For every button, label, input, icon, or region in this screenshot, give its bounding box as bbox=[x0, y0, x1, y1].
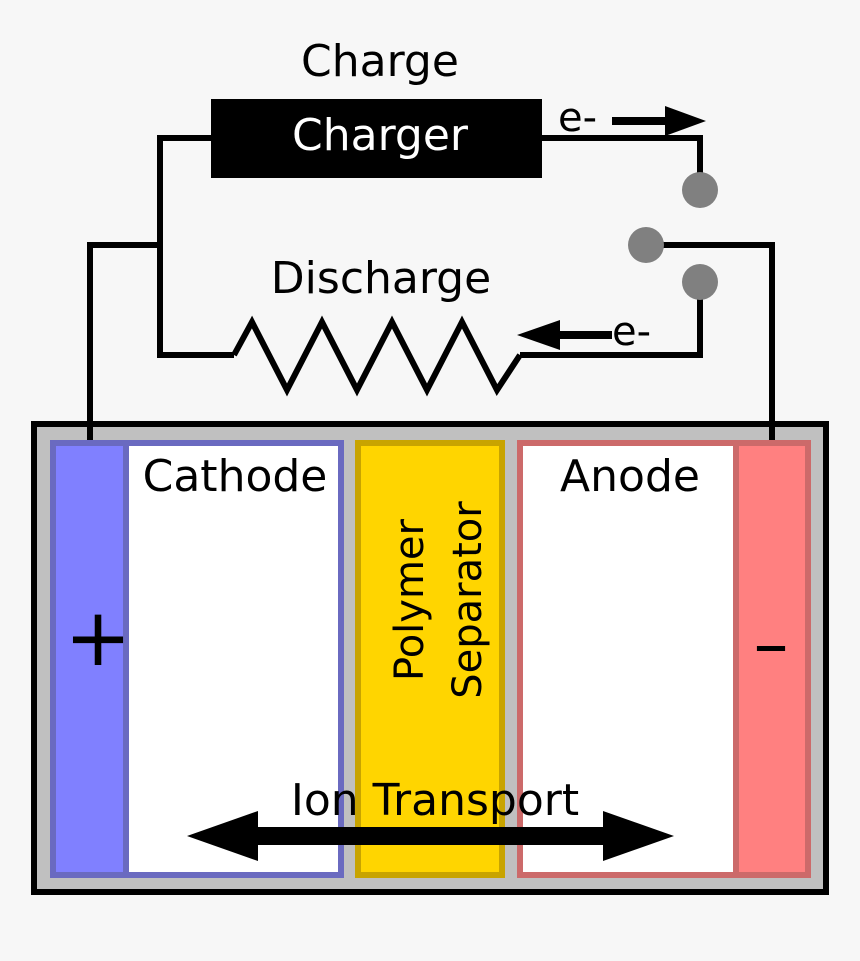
plus-sign: + bbox=[64, 591, 131, 684]
separator-label-line1: Polymer bbox=[387, 518, 433, 681]
discharge-label: Discharge bbox=[271, 253, 491, 304]
wire-discharge-right bbox=[520, 282, 703, 358]
separator-label-line2: Separator bbox=[445, 501, 491, 699]
switch-contact-charge-icon bbox=[682, 172, 718, 208]
electron-arrow-left-icon bbox=[517, 320, 612, 350]
charger-box bbox=[211, 99, 542, 178]
polymer-separator bbox=[355, 440, 505, 878]
resistor-zigzag-icon bbox=[231, 315, 523, 397]
charge-label: Charge bbox=[301, 36, 459, 87]
electron-label-bottom: e- bbox=[612, 309, 651, 355]
switch-contact-common-icon bbox=[628, 227, 664, 263]
electron-label-top: e- bbox=[558, 95, 597, 141]
cathode-body bbox=[123, 440, 344, 878]
switch-contact-discharge-icon bbox=[682, 264, 718, 300]
wire-anode-lead bbox=[646, 242, 775, 440]
ion-transport-double-arrow-icon bbox=[187, 811, 674, 861]
cathode-label: Cathode bbox=[143, 451, 328, 502]
wire-charge-right bbox=[540, 135, 703, 190]
minus-sign: – bbox=[754, 603, 789, 685]
ion-transport-label: Ion Transport bbox=[291, 775, 579, 826]
anode-collector bbox=[733, 440, 811, 878]
wire-cathode-lead bbox=[87, 242, 160, 440]
electron-arrow-right-icon bbox=[612, 106, 706, 136]
wire-charge-left bbox=[157, 135, 234, 358]
charger-label: Charger bbox=[292, 110, 469, 161]
anode-body bbox=[517, 440, 739, 878]
cathode-collector bbox=[50, 440, 129, 878]
anode-label: Anode bbox=[560, 451, 700, 502]
